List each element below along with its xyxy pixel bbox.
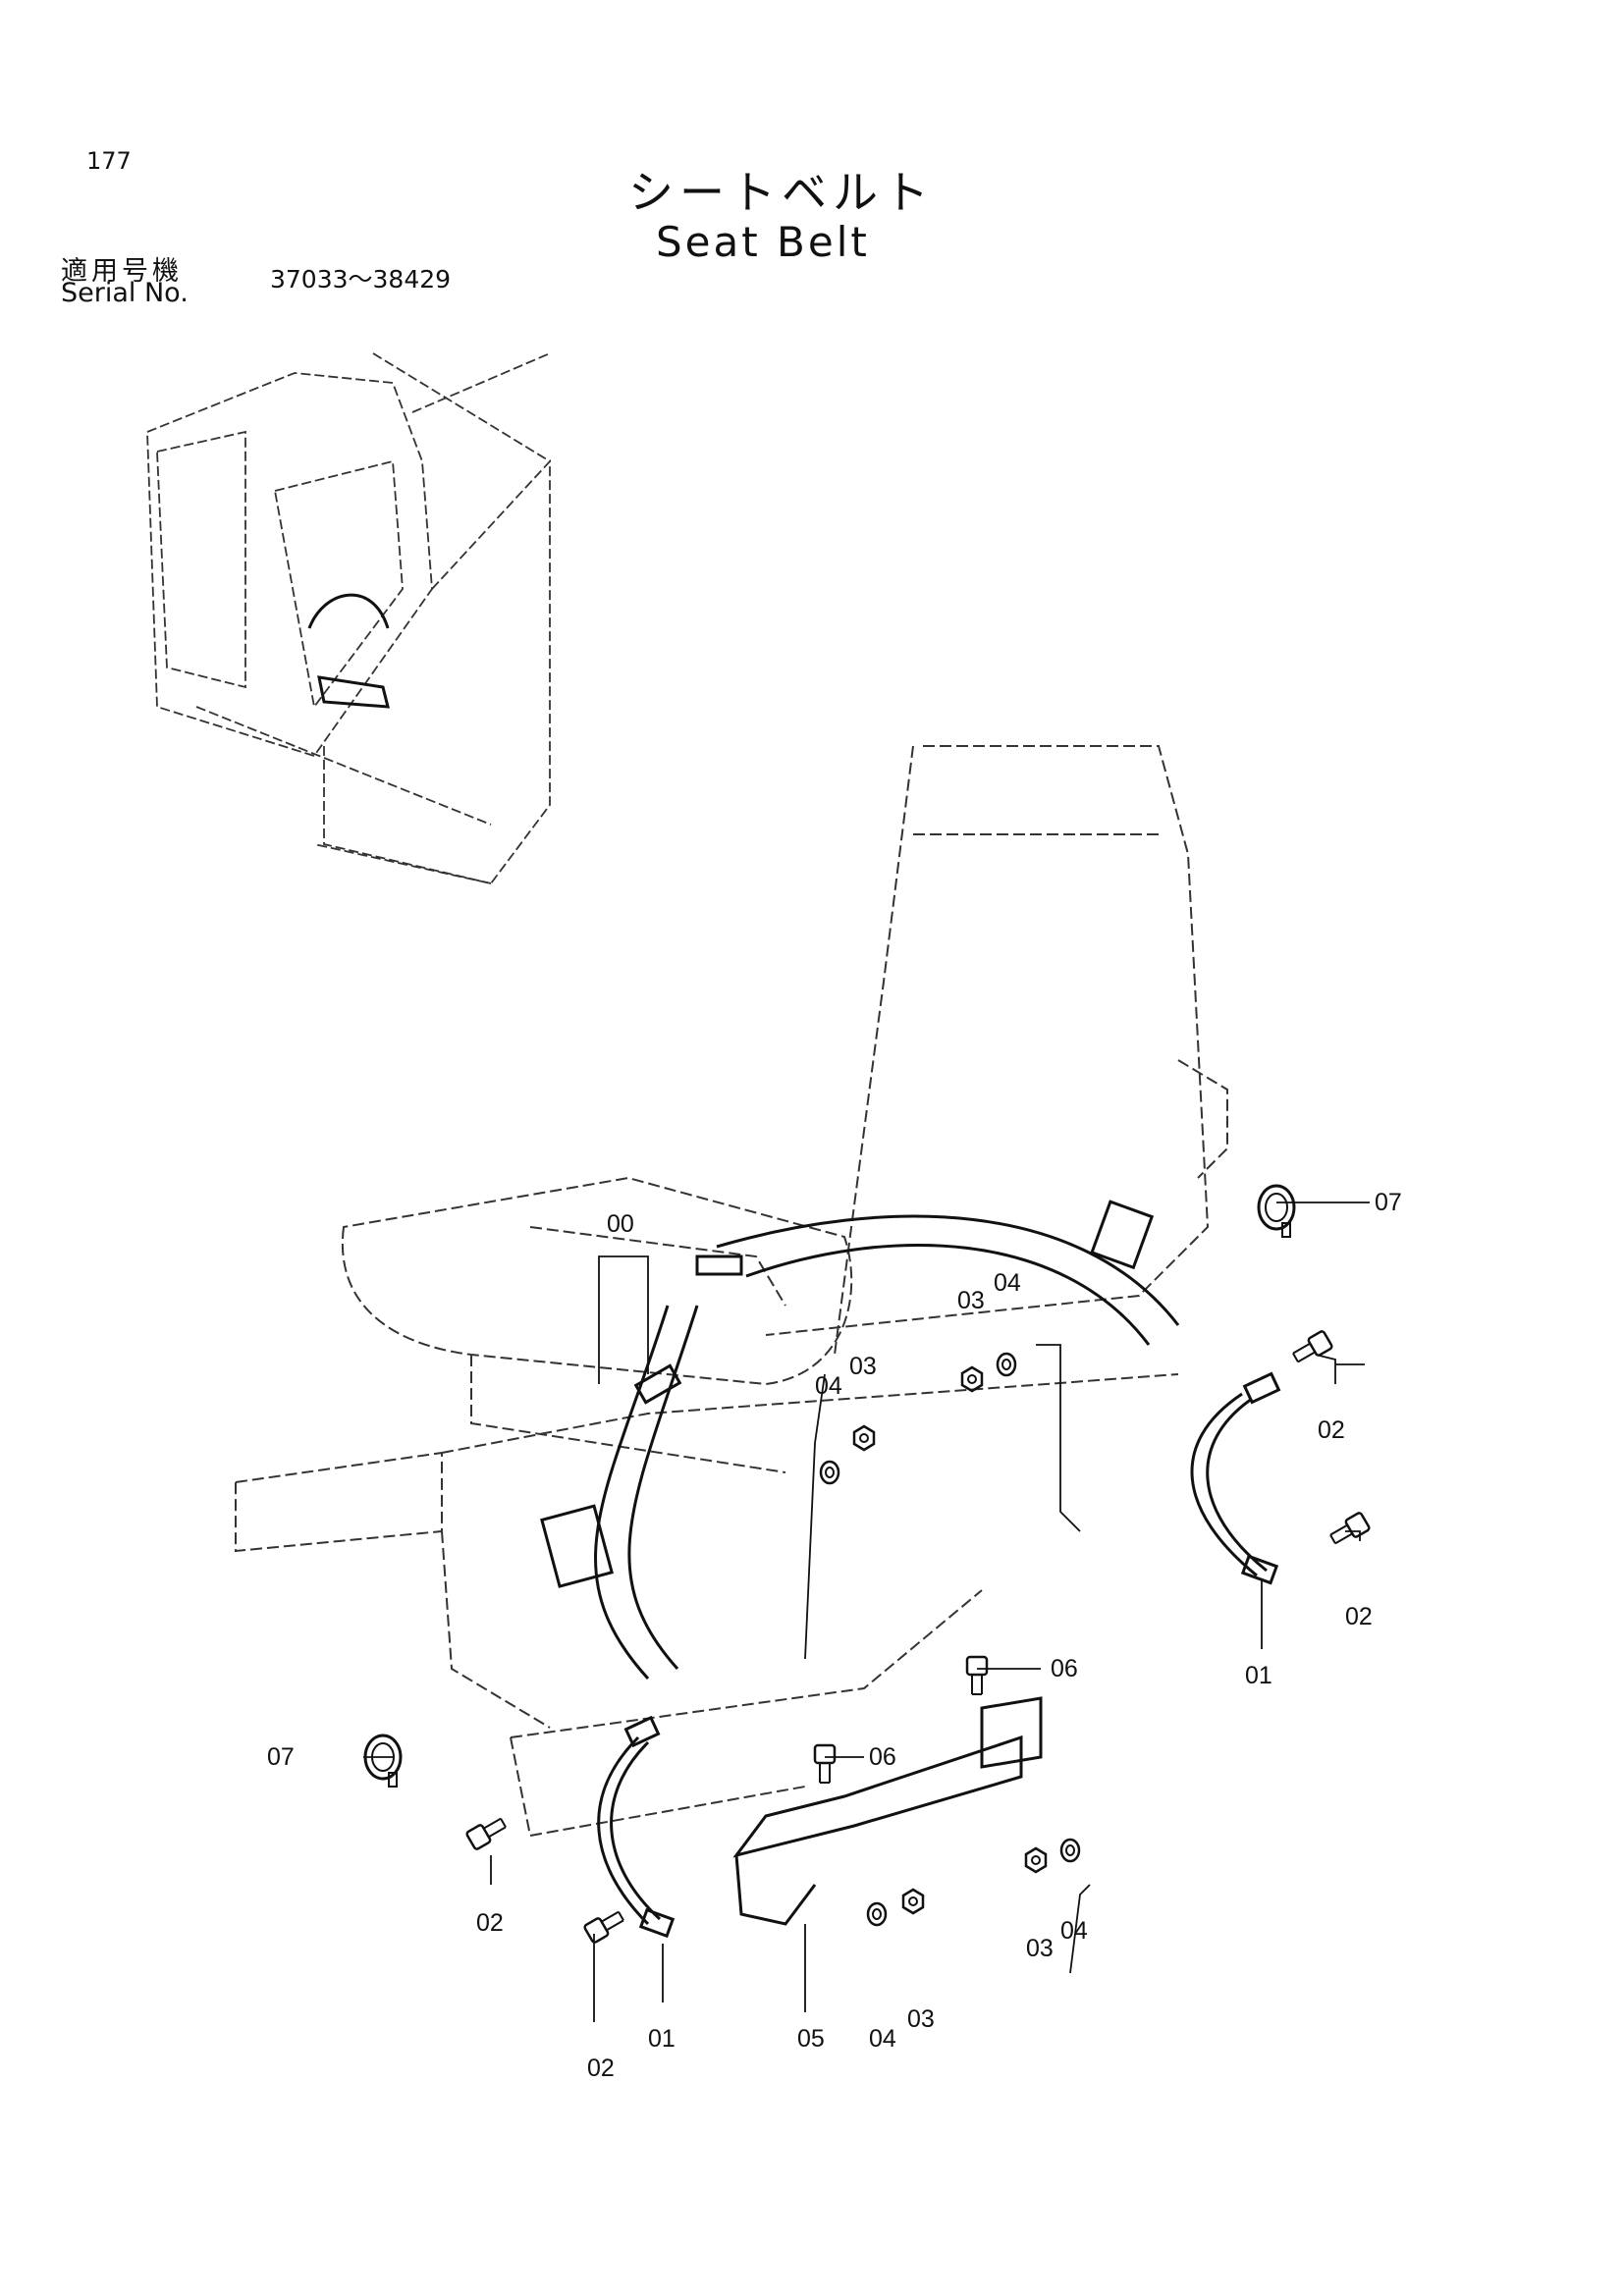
hex-nut-icon xyxy=(1024,1846,1048,1874)
callout-04: 04 xyxy=(869,2025,896,2053)
callout-02: 02 xyxy=(1318,1416,1345,1444)
inset-seat-belt-highlight xyxy=(307,593,390,709)
callout-labels: 00 01 01 02 02 02 02 03 03 03 03 04 04 0… xyxy=(267,1189,1402,2082)
callout-07: 07 xyxy=(1375,1189,1402,1216)
hex-bolt-icon xyxy=(464,1813,510,1851)
callout-04: 04 xyxy=(994,1269,1021,1297)
callout-03: 03 xyxy=(849,1353,877,1380)
callout-03: 03 xyxy=(957,1287,985,1314)
lock-washer-icon xyxy=(996,1352,1017,1377)
callout-04: 04 xyxy=(1060,1917,1088,1945)
hex-nut-icon xyxy=(960,1365,984,1393)
hex-bolt-icon xyxy=(582,1906,627,1945)
callout-06: 06 xyxy=(869,1743,896,1771)
callout-02: 02 xyxy=(1345,1603,1373,1630)
hex-bolt-icon xyxy=(1326,1511,1372,1549)
callout-02: 02 xyxy=(476,1909,504,1937)
lock-washer-icon xyxy=(1059,1838,1081,1863)
lock-washer-icon xyxy=(819,1460,840,1485)
hardware-parts xyxy=(363,1184,1372,1945)
hex-bolt-icon xyxy=(1289,1329,1334,1367)
serial-label-japanese: 適用号機 xyxy=(61,256,183,287)
lock-washer-icon xyxy=(866,1901,888,1927)
leader-lines xyxy=(363,1201,1370,2022)
callout-06: 06 xyxy=(1051,1655,1078,1682)
callout-03: 03 xyxy=(907,2005,935,2033)
hex-nut-icon xyxy=(901,1888,925,1915)
callout-03: 03 xyxy=(1026,1935,1054,1962)
page-number: 177 xyxy=(86,147,132,175)
callout-04: 04 xyxy=(815,1372,842,1400)
excavator-inset-illustration xyxy=(146,352,551,885)
cable-clip-icon xyxy=(1257,1184,1296,1239)
flange-bolt-icon xyxy=(965,1655,989,1696)
callout-01: 01 xyxy=(1245,1662,1272,1689)
seat-illustration xyxy=(235,745,1228,1838)
title-japanese: シートベルト xyxy=(628,166,935,219)
mounting-bracket xyxy=(732,1696,1043,1926)
title-english: Seat Belt xyxy=(656,218,870,266)
serial-range: 37033～38429 xyxy=(270,265,452,294)
callout-05: 05 xyxy=(797,2025,825,2053)
hex-nut-icon xyxy=(852,1424,876,1452)
callout-00: 00 xyxy=(607,1210,634,1238)
serial-label-english: Serial No. xyxy=(61,278,189,308)
flange-bolt-icon xyxy=(813,1743,837,1785)
cable-clip-icon xyxy=(363,1734,403,1789)
anchor-cables xyxy=(597,1371,1281,1939)
callout-01: 01 xyxy=(648,2025,676,2053)
callout-07: 07 xyxy=(267,1743,295,1771)
seat-belt xyxy=(540,1200,1180,1681)
callout-02: 02 xyxy=(587,2055,615,2082)
